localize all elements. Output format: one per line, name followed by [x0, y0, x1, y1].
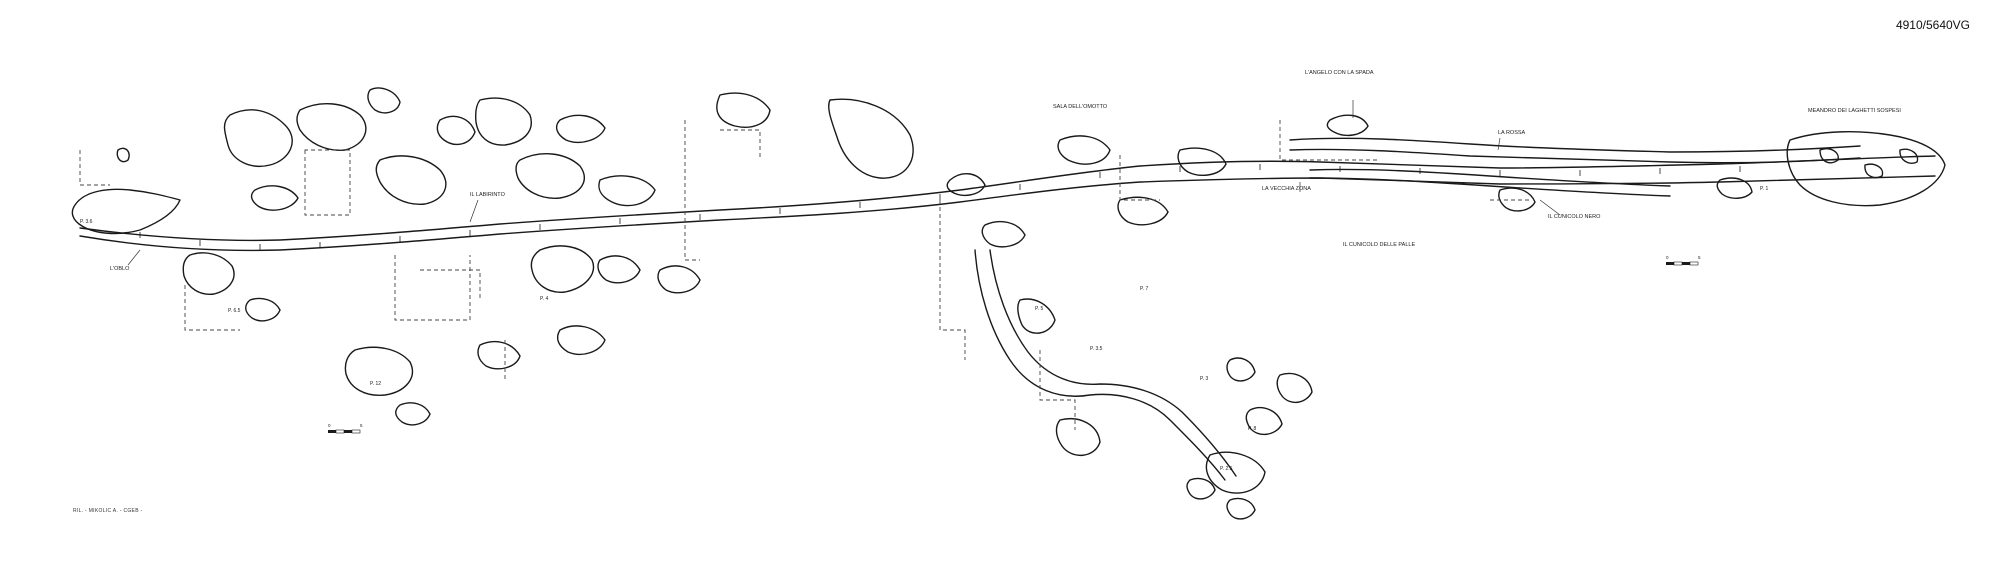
map-reference-code: 4910/5640VG — [1895, 18, 1970, 32]
station-label: P. 5 — [1035, 306, 1043, 312]
scale-tick-5: 5 — [1698, 255, 1701, 260]
label-labirinto: IL LABIRINTO — [470, 192, 506, 198]
station-label: P. 3.6 — [80, 219, 93, 225]
station-label: P. 6.5 — [228, 308, 241, 314]
label-cunicolo-palle: IL CUNICOLO DELLE PALLE — [1343, 242, 1415, 248]
station-label: P. 2.5 — [1220, 466, 1233, 472]
station-label: P. 4 — [540, 296, 548, 302]
station-label: P. 7 — [1140, 286, 1148, 292]
scale-tick-0: 0 — [1666, 255, 1669, 260]
label-vecchia-zona: LA VECCHIA ZONA — [1262, 186, 1311, 192]
label-angelo-spada: L'ANGELO CON LA SPADA — [1305, 70, 1374, 76]
survey-station-ticks — [139, 164, 1741, 250]
label-rossa: LA ROSSA — [1498, 130, 1526, 136]
label-sala-omotto: SALA DELL'OMOTTO — [1053, 104, 1108, 110]
label-leader-lines — [127, 100, 1561, 266]
scale-tick-0: 0 — [328, 423, 331, 428]
label-cunicolo-nero: IL CUNICOLO NERO — [1548, 214, 1601, 220]
cave-passages — [71, 87, 1946, 520]
station-labels: P. 3.6 P. 6.5 P. 7 P. 5 P. 8 P. 3.5 P. 3… — [80, 186, 1768, 472]
station-label: P. 12 — [370, 381, 381, 387]
label-meandro: MEANDRO DEI LAGHETTI SOSPESI — [1808, 108, 1901, 114]
label-loblo: L'OBLO — [110, 266, 130, 272]
scale-bar-left: 0 5 — [328, 423, 363, 434]
survey-credit: RIL. - MIKOLIC A. - CGEB - — [73, 508, 143, 514]
scale-tick-5: 5 — [360, 423, 363, 428]
place-labels: L'OBLO IL LABIRINTO SALA DELL'OMOTTO L'A… — [110, 70, 1901, 272]
station-label: P. 3 — [1200, 376, 1208, 382]
station-label: P. 1 — [1760, 186, 1768, 192]
survey-section-lines — [79, 120, 1530, 430]
scale-bar-right: 0 5 — [1666, 255, 1701, 266]
station-label: P. 8 — [1248, 426, 1256, 432]
station-label: P. 3.5 — [1090, 346, 1103, 352]
